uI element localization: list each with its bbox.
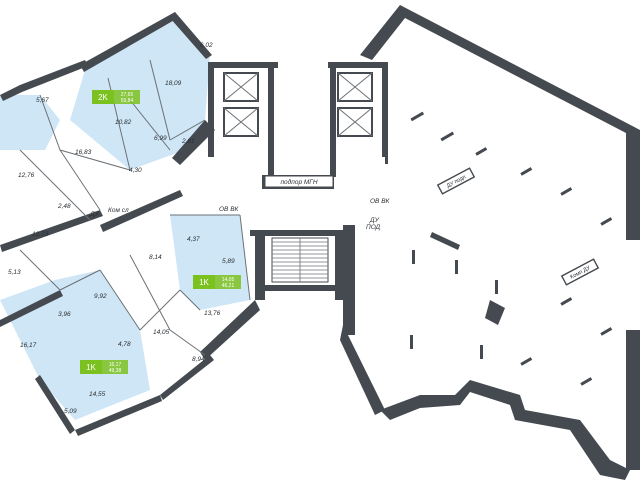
room-area-label: 5,09 bbox=[64, 408, 77, 415]
apartment-type: 1K bbox=[199, 278, 209, 287]
du-podp-box: ДУ подп bbox=[436, 167, 476, 195]
residential-wing-walls bbox=[0, 12, 260, 436]
room-area-label: 16,17 bbox=[20, 342, 37, 349]
apartment-total-area: 49,38 bbox=[109, 368, 122, 374]
apartment-top-left-fill bbox=[0, 95, 60, 150]
room-area-label: 2,81 bbox=[181, 138, 195, 145]
apartment-living-area: 16,17 bbox=[109, 362, 122, 368]
room-area-label: 16,83 bbox=[75, 149, 92, 156]
elevator-shafts bbox=[223, 72, 373, 137]
staircase bbox=[271, 237, 329, 283]
room-area-label: ДУ bbox=[89, 211, 100, 218]
apartment-type-tag bbox=[92, 90, 114, 104]
room-area-labels: 6,02 18,09 5,67 10,82 16,83 6,99 2,81 4,… bbox=[8, 42, 235, 415]
apartment-type-tag bbox=[80, 360, 102, 374]
apartment-living-area: 27,65 bbox=[121, 92, 134, 98]
room-area-label: 5,13 bbox=[8, 269, 21, 276]
room-area-label: 9,92 bbox=[94, 293, 107, 300]
room-area-label: 5,89 bbox=[222, 258, 235, 265]
room-area-label: 12,73 bbox=[32, 231, 49, 238]
commercial-block-walls bbox=[340, 5, 640, 480]
apartment-badge-1k-left: 1K 16,17 49,38 bbox=[80, 360, 128, 374]
room-area-label: 8,94 bbox=[192, 356, 205, 363]
room-area-label: 4,78 bbox=[118, 341, 131, 348]
room-area-label: 5,67 bbox=[36, 97, 49, 104]
room-area-label: 6,02 bbox=[200, 42, 213, 49]
room-area-label: 14,55 bbox=[89, 391, 106, 398]
apartment-fills bbox=[0, 20, 250, 420]
apartment-living-area: 14,05 bbox=[222, 277, 235, 283]
room-area-label: 3,96 bbox=[58, 311, 71, 318]
room-area-label: 13,76 bbox=[204, 310, 221, 317]
commercial-columns bbox=[385, 111, 613, 386]
room-area-label: 14,05 bbox=[153, 329, 170, 336]
apartment-total-area: 46,21 bbox=[222, 283, 235, 289]
apartment-type-tag bbox=[193, 275, 215, 289]
mgn-lift-label: подпор МГН bbox=[280, 178, 317, 186]
room-area-label: 4,30 bbox=[129, 167, 142, 174]
komp-du-box: Комп ДУ bbox=[560, 258, 600, 286]
room-area-label: 2,48 bbox=[57, 203, 71, 210]
room-area-label: Ком сл bbox=[108, 207, 129, 214]
room-area-label: 8,14 bbox=[149, 254, 162, 261]
room-area-label: 6,99 bbox=[154, 135, 167, 142]
ov-vk-right-label: ОВ ВК bbox=[370, 198, 391, 205]
interior-partitions bbox=[19, 59, 251, 356]
apartment-1k-right-fill bbox=[170, 215, 250, 310]
room-area-label: 4,37 bbox=[187, 236, 200, 243]
ov-vk-left-label: ОВ ВК bbox=[219, 206, 240, 213]
apartment-type: 1K bbox=[86, 363, 96, 372]
apartment-type: 2K bbox=[98, 93, 108, 102]
apartment-badge-2k: 2K 27,65 59,84 bbox=[92, 90, 140, 104]
room-area-label: 18,09 bbox=[165, 80, 182, 87]
apartment-total-area: 59,84 bbox=[121, 98, 134, 104]
room-area-label: 12,76 bbox=[18, 172, 35, 179]
room-area-label: 10,82 bbox=[115, 119, 132, 126]
apartment-badge-1k-right: 1K 14,05 46,21 bbox=[193, 275, 241, 289]
